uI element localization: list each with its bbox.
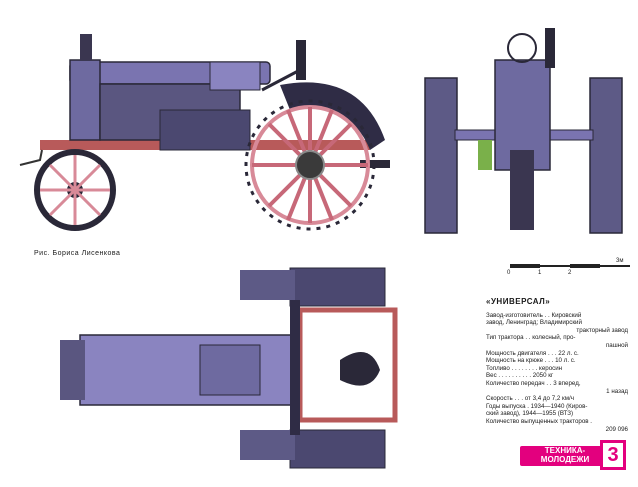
spec-row: Годы выпуска . 1934—1940 (Киров- [486, 402, 588, 410]
spec-row: Завод-изготовитель . . Кировский [486, 311, 582, 319]
spec-row: Вес . . . . . . . . . . 2050 кг [486, 372, 554, 380]
spec-row: пашной [605, 341, 628, 349]
rear-wheel-tread [244, 99, 376, 231]
scale-label-2: 2 [568, 270, 572, 276]
front-lower-wheel [510, 150, 534, 230]
scale-label-0: 0 [507, 270, 511, 276]
top-front-right-wheel [240, 430, 295, 460]
top-hood [79, 334, 301, 406]
front-left-wheel [424, 77, 458, 234]
steering-column [261, 68, 301, 92]
spec-row: Количество передач . . 3 вперед, [486, 379, 581, 387]
spec-row: 1 назад [606, 387, 628, 395]
gearbox [159, 109, 251, 151]
fuel-tank [209, 61, 261, 91]
front-pulley [478, 140, 492, 170]
tractor-front-view [424, 28, 623, 234]
starter-crank [19, 149, 43, 166]
exhaust-pipe [296, 40, 306, 80]
radiator [69, 59, 101, 141]
tractor-side-view [19, 34, 390, 231]
spec-row: Количество выпущенных тракторов . [486, 417, 592, 425]
tractor-top-view [60, 267, 398, 469]
spec-row: 209 096 [605, 425, 628, 433]
rear-wheel-hub [295, 150, 325, 180]
logo-line-1: ТЕХНИКА- [544, 446, 586, 455]
spec-row: ский завод), 1944—1955 (ВТЗ) [486, 410, 574, 418]
top-radiator [60, 340, 85, 400]
scale-label-1: 1 [538, 270, 542, 276]
spec-row: Мощность двигателя . . . 22 л. с. [486, 349, 579, 357]
front-wheel-spokes [40, 155, 110, 225]
rear-fender [280, 82, 385, 150]
front-steering-wheel [507, 33, 537, 63]
spec-row: Топливо . . . . . . . . керосин [486, 364, 563, 372]
top-front-left-wheel [240, 270, 295, 300]
spec-row: Скорость . . . от 3,4 до 7,2 км/ч [486, 395, 574, 403]
spec-row: Тип трактора . . колесный, про- [486, 334, 576, 342]
spec-panel: «УНИВЕРСАЛ» Завод-изготовитель . . Киров… [486, 298, 628, 433]
spec-row: Мощность на крюке . . . 10 л. с. [486, 357, 576, 365]
top-axle [290, 300, 300, 435]
magazine-logo: ТЕХНИКА- МОЛОДЕЖИ [520, 446, 610, 466]
page-number: 3 [600, 440, 626, 470]
spec-title: «УНИВЕРСАЛ» [486, 297, 551, 306]
spec-row: завод, Ленинград; Владимирский [486, 319, 582, 327]
radiator-cap [80, 34, 92, 60]
top-seat [340, 352, 380, 386]
spec-row: тракторный завод [576, 326, 628, 334]
scale-label-3: 3м [616, 258, 624, 264]
top-fuel-tank [199, 344, 261, 396]
artist-caption: Рис. Бориса Лисенкова [34, 250, 121, 257]
front-right-wheel [589, 77, 623, 234]
front-wheel [34, 149, 116, 231]
logo-line-2: МОЛОДЕЖИ [540, 455, 590, 464]
front-exhaust [545, 28, 555, 68]
